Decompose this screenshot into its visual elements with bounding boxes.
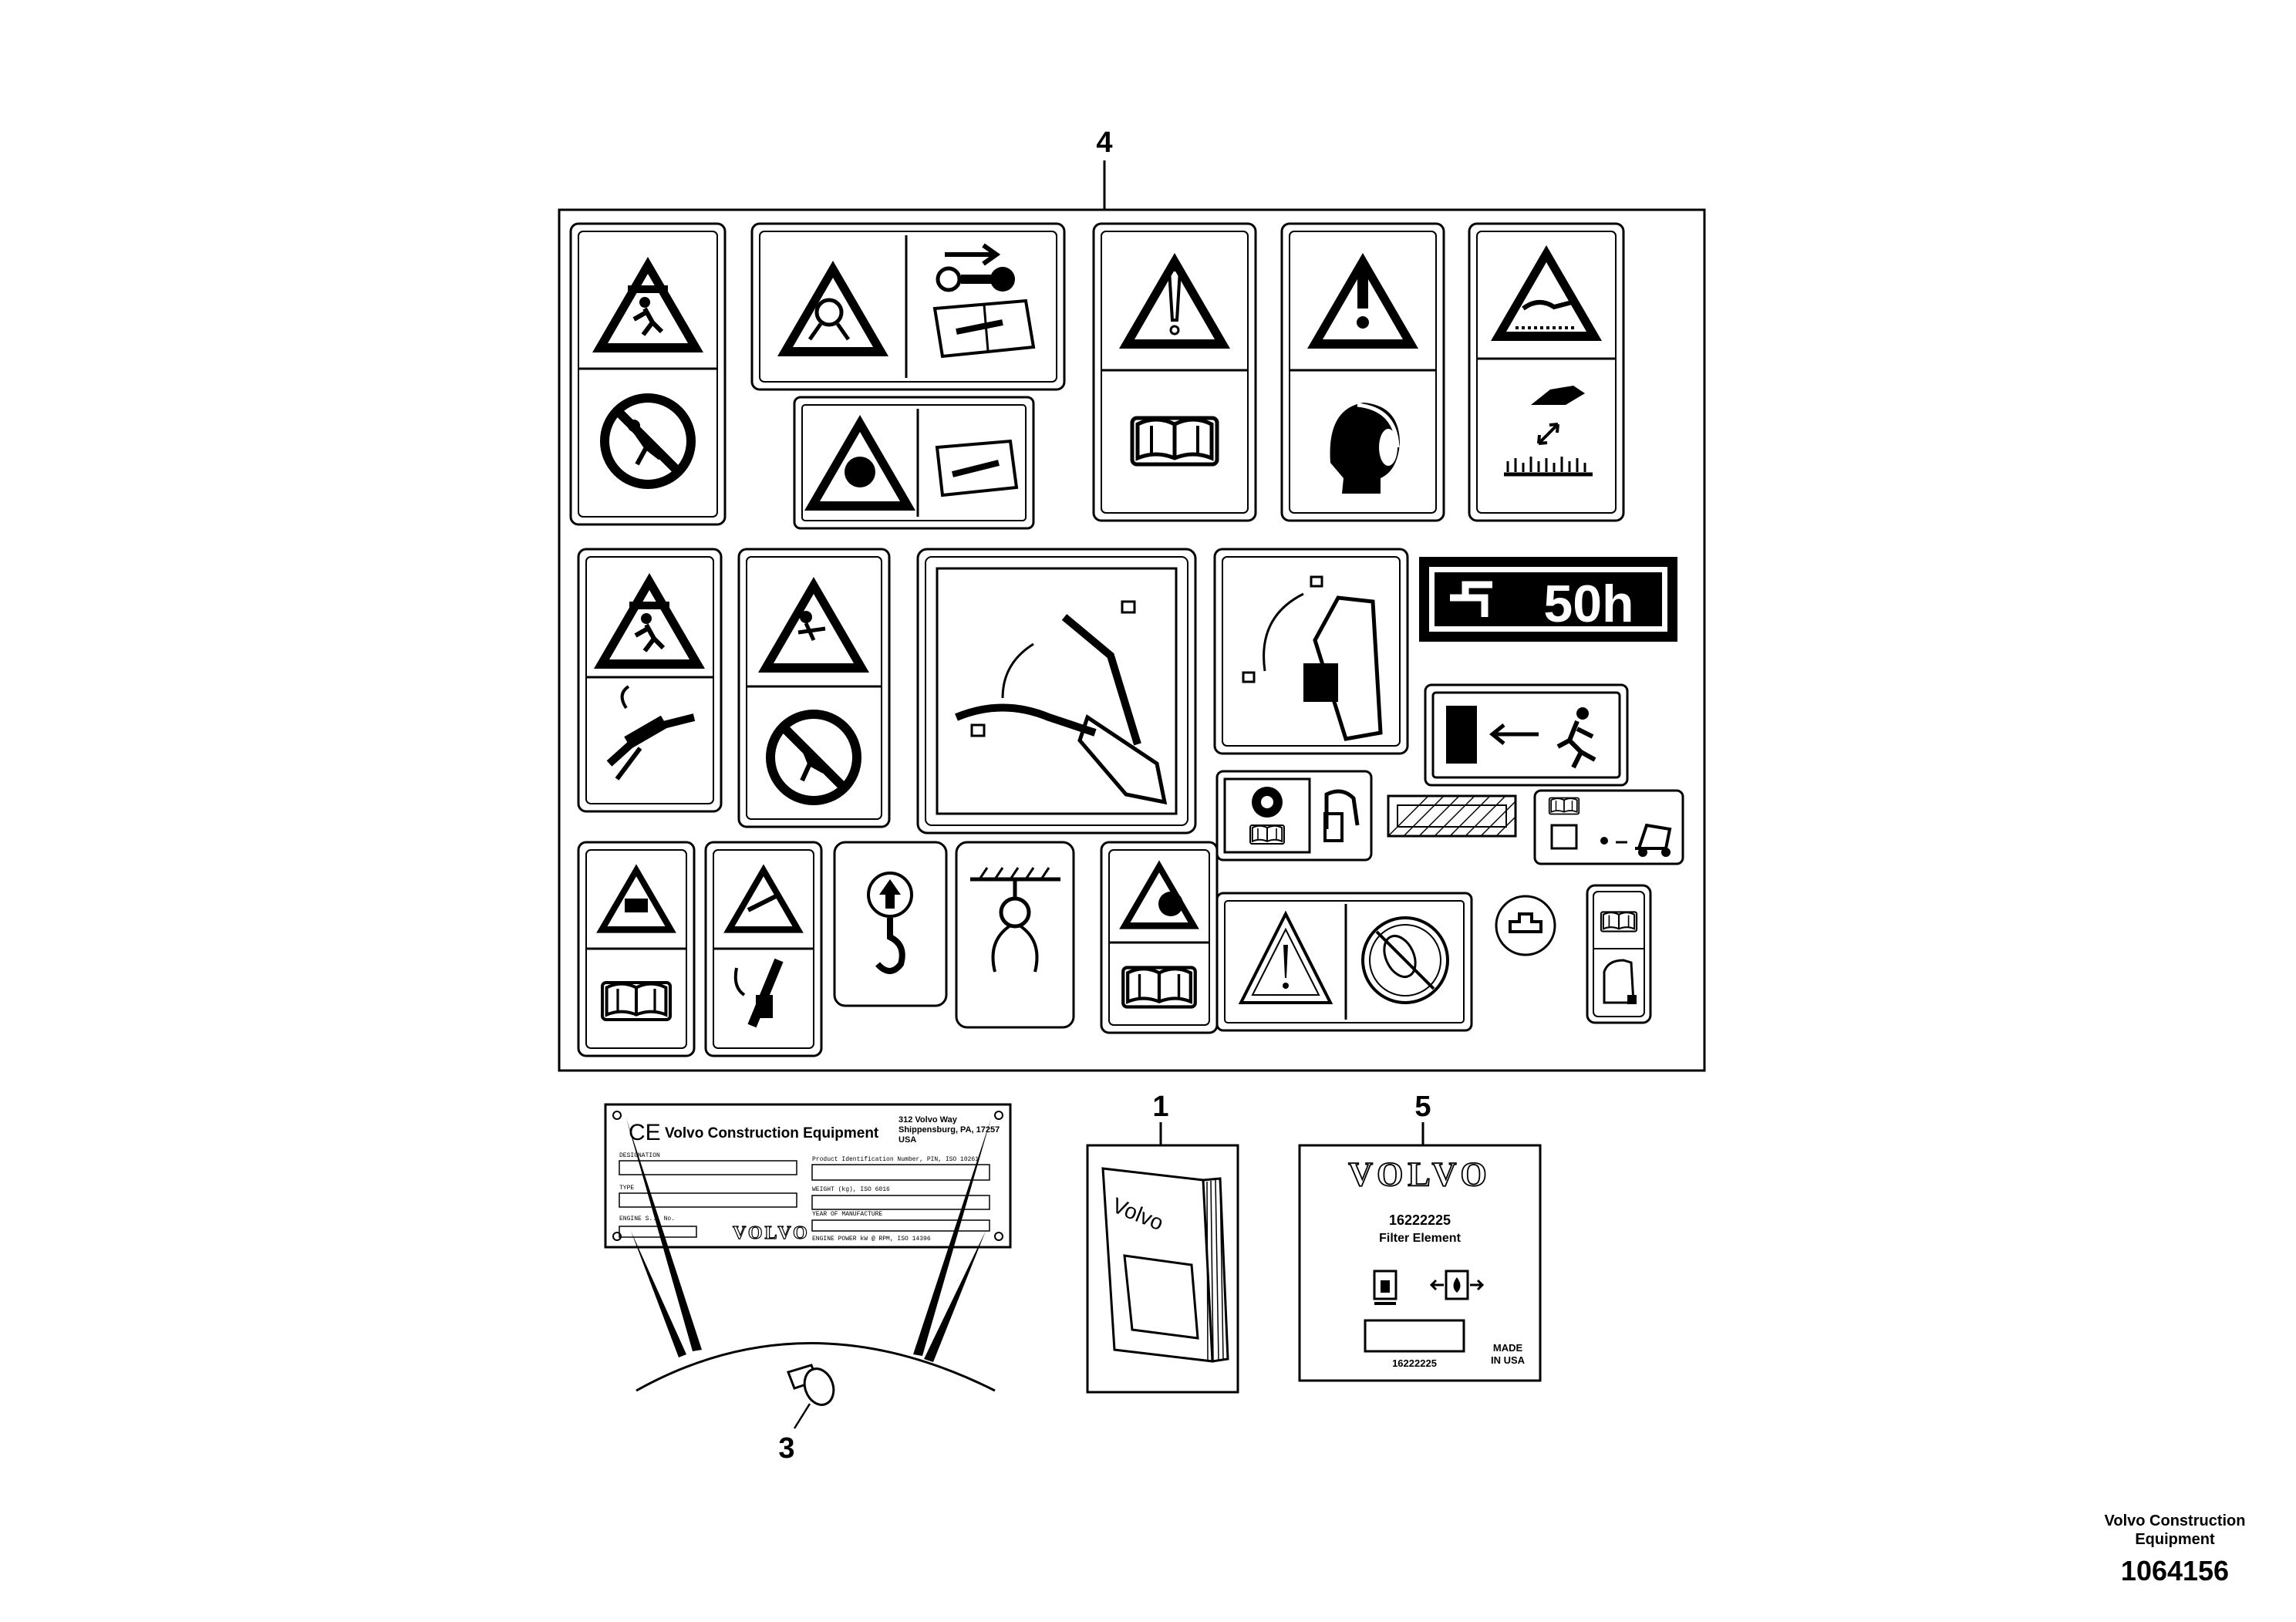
plate-address-1: 312 Volvo Way [899,1115,958,1125]
product-id-plate: CE Volvo Construction Equipment 312 Volv… [604,1103,1012,1249]
decal-emergency-exit [1424,683,1629,787]
decal-crush-prohibited [569,222,727,526]
decal-warning-no-step [1215,892,1473,1032]
machine-body-arc [636,1342,996,1392]
plate-field-year: YEAR OF MANUFACTURE [812,1211,882,1218]
plate-company: Volvo Construction Equipment [665,1125,879,1141]
decal-seat-manual [1586,884,1652,1024]
plate-address-3: USA [899,1135,916,1145]
decal-fuel-engine-oil [1215,770,1373,862]
plate-field-designation: DESIGNATION [619,1152,660,1159]
callout-3: 3 [778,1432,794,1465]
decal-service-50h: 50h [1419,557,1677,642]
plate-ce-mark: CE [629,1120,661,1145]
decal-hatched-strip [1387,794,1517,838]
decal-lap-bar-lock [916,548,1197,835]
decal-tie-down-point [955,841,1075,1029]
callout-4: 4 [1096,126,1112,159]
plate-field-engine-serial: ENGINE S... No. [619,1216,675,1222]
plate-brand: VOLVO [733,1223,810,1243]
decal-hearing-protection [1280,222,1445,522]
callout-5: 5 [1414,1091,1431,1123]
figure-number: 1064156 [2120,1555,2230,1587]
decal-control-lever-lock [1213,548,1409,755]
decal-50h-text: 50h [1543,575,1633,633]
decal-rotating-parts-stop-engine [750,222,1066,391]
callout-1: 1 [1152,1091,1168,1123]
filter-decal-made-in-2: IN USA [1491,1354,1526,1366]
decal-lift-arm-support [577,548,723,813]
decal-fan-hazard-manual [793,396,1035,530]
plate-address-2: Shippensburg, PA, 17257 [899,1125,1000,1135]
decal-hydraulic-pressure [704,841,823,1057]
plate-rivet-leaders [626,1118,991,1362]
filter-decal-description: Filter Element [1379,1232,1461,1245]
decal-hot-surface [1468,222,1625,522]
plate-field-type: TYPE [619,1185,634,1192]
filter-decal-part-number: 16222225 [1389,1212,1451,1228]
filter-decal-part-number-small: 16222225 [1392,1357,1437,1369]
plate-field-engine-power: ENGINE POWER kW @ RPM, ISO 14396 [812,1236,931,1243]
plate-field-weight: WEIGHT (kg), ISO 6016 [812,1186,890,1193]
operators-manual: Volvo [1086,1144,1239,1394]
filter-element-decal: VOLVO 16222225 Filter Element 16222225 M… [1298,1144,1542,1382]
figure-credit: Volvo Construction Equipment 1064156 [2082,1512,2267,1587]
credit-line-1: Volvo Construction [2104,1512,2246,1529]
decal-loader-instructions [1533,789,1684,865]
filter-decal-made-in-1: MADE [1493,1342,1523,1354]
decal-general-warning-read-manual [1092,222,1257,522]
decal-roll-over-read-manual [577,841,696,1057]
decal-entanglement-prohibited [737,548,891,828]
rivet-item-3 [787,1364,835,1429]
plate-field-pin: Product Identification Number, PIN, ISO … [812,1156,979,1163]
decal-lift-point [833,841,948,1007]
filter-decal-brand: VOLVO [1348,1155,1492,1193]
credit-line-2: Equipment [2135,1531,2215,1548]
decal-round-seat [1495,895,1556,956]
